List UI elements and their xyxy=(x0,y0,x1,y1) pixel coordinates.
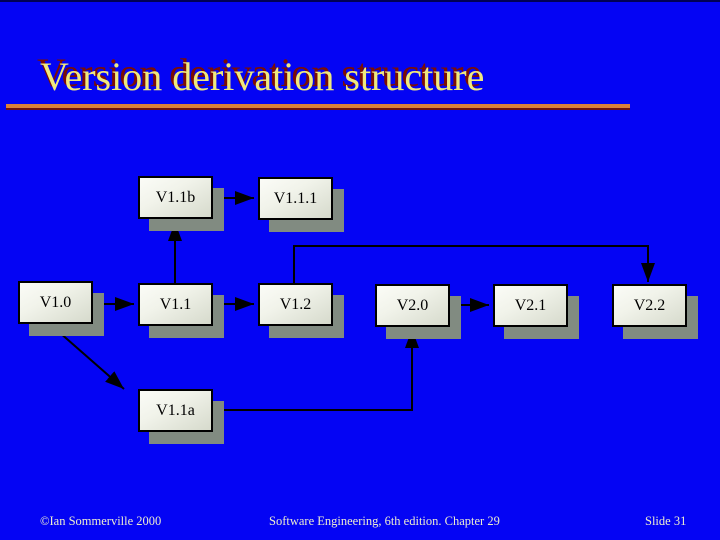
slide-top-edge xyxy=(0,0,720,2)
slide-title: Version derivation structure xyxy=(40,54,485,99)
version-node-label: V1.1b xyxy=(155,188,196,206)
version-node-v1-0: V1.0 xyxy=(18,281,93,324)
edge-v1-1a-to-v2-0 xyxy=(212,329,419,411)
version-node-v1-1b: V1.1b xyxy=(138,176,213,219)
version-node-v1-2: V1.2 xyxy=(258,283,333,326)
footer-slide-number: Slide 31 xyxy=(645,514,687,528)
version-node-v1-1: V1.1 xyxy=(138,283,213,326)
version-node-label: V1.2 xyxy=(279,295,312,313)
edge-v1-2-to-v2-2 xyxy=(293,245,655,283)
version-node-v2-2: V2.2 xyxy=(612,284,687,327)
version-node-label: V2.0 xyxy=(396,296,429,314)
title-underline xyxy=(6,104,630,110)
footer-book-chapter: Software Engineering, 6th edition. Chapt… xyxy=(269,514,500,528)
version-node-label: V2.2 xyxy=(633,296,666,314)
version-node-label: V1.1 xyxy=(159,295,192,313)
version-node-label: V1.1a xyxy=(156,401,195,419)
edge-v1-0-to-v1-1a xyxy=(50,324,125,390)
footer-copyright: ©Ian Sommerville 2000 xyxy=(40,514,162,528)
title-underline-orange xyxy=(6,104,630,108)
version-node-label: V1.1.1 xyxy=(273,189,318,207)
version-node-v1-1a: V1.1a xyxy=(138,389,213,432)
version-node-label: V1.0 xyxy=(39,293,72,311)
version-node-label: V2.1 xyxy=(514,296,547,314)
version-node-v1-1-1: V1.1.1 xyxy=(258,177,333,220)
version-node-v2-1: V2.1 xyxy=(493,284,568,327)
version-node-v2-0: V2.0 xyxy=(375,284,450,327)
title-underline-shadow xyxy=(6,108,630,110)
